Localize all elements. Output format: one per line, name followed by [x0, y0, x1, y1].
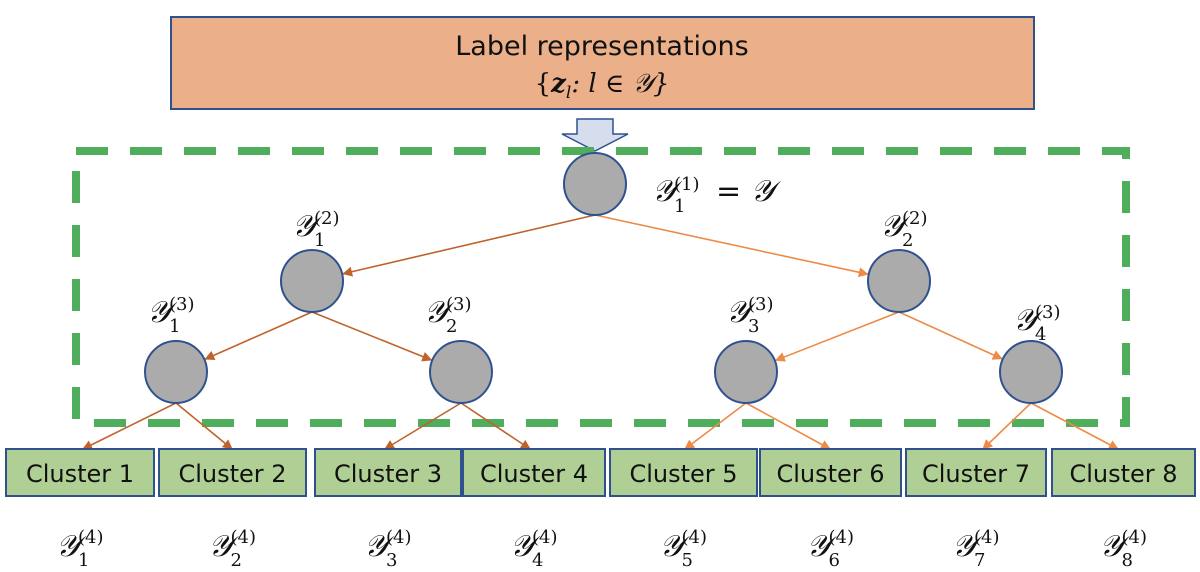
cluster-label: Cluster 7	[922, 460, 1030, 488]
cluster-5: Cluster 5𝒴(4)5	[609, 448, 758, 571]
cluster-symbol-subscript: 7	[974, 550, 985, 571]
cluster-box	[158, 448, 307, 497]
edge-level2-2-to-level3-4	[898, 311, 1003, 360]
svg-text:4: 4	[1035, 324, 1046, 345]
edge-level2-1-to-level3-2	[311, 311, 433, 362]
level3-label-1: 𝒴 (3) 1	[147, 294, 195, 337]
cluster-symbol-subscript: 6	[829, 550, 840, 571]
level3-node-4	[999, 340, 1063, 404]
cluster-symbol-superscript: (4)	[386, 527, 412, 548]
level3-label-2: 𝒴 (3) 2	[424, 294, 472, 337]
cluster-symbol-superscript: (4)	[682, 527, 708, 548]
cluster-symbol-superscript: (4)	[78, 527, 104, 548]
input-down-arrow-icon	[561, 118, 629, 152]
edge-level3-4-to-cluster-8	[1030, 402, 1119, 450]
cluster-label: Cluster 4	[480, 460, 588, 488]
cluster-box	[609, 448, 758, 497]
header-box-rect	[170, 16, 1035, 110]
cluster-label: Cluster 3	[334, 460, 442, 488]
edge-level2-1-to-level3-1	[204, 311, 313, 361]
cluster-symbol-subscript: 8	[1122, 550, 1133, 571]
cluster-label: Cluster 6	[776, 460, 884, 488]
level3-node-3	[714, 340, 778, 404]
svg-text:(3): (3)	[1035, 302, 1061, 323]
svg-text:1: 1	[169, 316, 180, 337]
cluster-symbol-subscript: 1	[78, 550, 89, 571]
svg-text:(3): (3)	[446, 294, 472, 315]
header-title: Label representations	[455, 31, 749, 62]
svg-text:(3): (3)	[748, 294, 774, 315]
level3-node-2	[429, 340, 493, 404]
edge-level3-2-to-cluster-4	[460, 402, 531, 450]
cluster-symbol-subscript: 5	[682, 550, 693, 571]
cluster-symbol-superscript: (4)	[829, 527, 855, 548]
edge-root-to-level2-1	[342, 214, 596, 277]
cluster-symbol-superscript: (4)	[974, 527, 1000, 548]
dashed-tree-region	[72, 147, 1130, 427]
cluster-box	[1051, 448, 1196, 497]
cluster-symbol-superscript: (4)	[532, 527, 558, 548]
cluster-label: Cluster 8	[1069, 460, 1177, 488]
tree-edges	[82, 214, 1119, 450]
level2-label-1: 𝒴 (2) 1	[292, 208, 340, 251]
svg-text:1: 1	[314, 230, 325, 251]
svg-text:(3): (3)	[169, 294, 195, 315]
edge-level3-1-to-cluster-1	[82, 402, 177, 450]
edge-level2-2-to-level3-3	[774, 311, 900, 362]
level3-label-3: 𝒴 (3) 3	[726, 294, 774, 337]
cluster-3: Cluster 3𝒴(4)3	[314, 448, 462, 571]
root-label: 𝒴 (1) 1 = 𝒴	[652, 174, 782, 217]
cluster-8: Cluster 8𝒴(4)8	[1051, 448, 1196, 571]
cluster-label: Cluster 2	[178, 460, 286, 488]
svg-text:2: 2	[446, 316, 457, 337]
cluster-7: Cluster 7𝒴(4)7	[905, 448, 1047, 571]
cluster-label: Cluster 5	[629, 460, 737, 488]
root-node	[563, 152, 627, 216]
tree-nodes	[144, 152, 1063, 404]
edge-level3-3-to-cluster-6	[745, 402, 831, 450]
svg-text:(2): (2)	[314, 208, 340, 229]
cluster-symbol-superscript: (4)	[1122, 527, 1148, 548]
level2-node-1	[280, 249, 344, 313]
header-formula: {zl: l ∈ 𝒴}	[535, 69, 670, 103]
label-representations-box: Label representations {zl: l ∈ 𝒴}	[170, 16, 1035, 110]
svg-text:= 𝒴: = 𝒴	[716, 174, 782, 209]
svg-text:(1): (1)	[674, 174, 700, 195]
edge-level3-4-to-cluster-7	[982, 402, 1032, 450]
cluster-symbol-superscript: (4)	[231, 527, 257, 548]
cluster-4: Cluster 4𝒴(4)4	[462, 448, 606, 571]
cluster-box	[905, 448, 1047, 497]
cluster-2: Cluster 2𝒴(4)2	[158, 448, 307, 571]
cluster-symbol-subscript: 4	[532, 550, 543, 571]
svg-text:3: 3	[748, 316, 759, 337]
cluster-symbol-subscript: 3	[386, 550, 397, 571]
cluster-box	[462, 448, 606, 497]
cluster-box	[314, 448, 462, 497]
edge-level3-1-to-cluster-2	[175, 402, 233, 450]
svg-text:2: 2	[902, 230, 913, 251]
cluster-1: Cluster 1𝒴(4)1	[5, 448, 155, 571]
svg-text:1: 1	[674, 196, 685, 217]
cluster-box	[759, 448, 902, 497]
level2-label-2: 𝒴 (2) 2	[880, 208, 928, 251]
cluster-label: Cluster 1	[26, 460, 134, 488]
cluster-box	[5, 448, 155, 497]
edge-level3-2-to-cluster-3	[384, 402, 462, 450]
cluster-6: Cluster 6𝒴(4)6	[759, 448, 902, 571]
edge-level3-3-to-cluster-5	[684, 402, 747, 450]
svg-text:(2): (2)	[902, 208, 928, 229]
level3-node-1	[144, 340, 208, 404]
level3-label-4: 𝒴 (3) 4	[1013, 302, 1061, 345]
cluster-symbol-subscript: 2	[231, 550, 242, 571]
edge-root-to-level2-2	[594, 214, 869, 278]
level2-node-2	[867, 249, 931, 313]
